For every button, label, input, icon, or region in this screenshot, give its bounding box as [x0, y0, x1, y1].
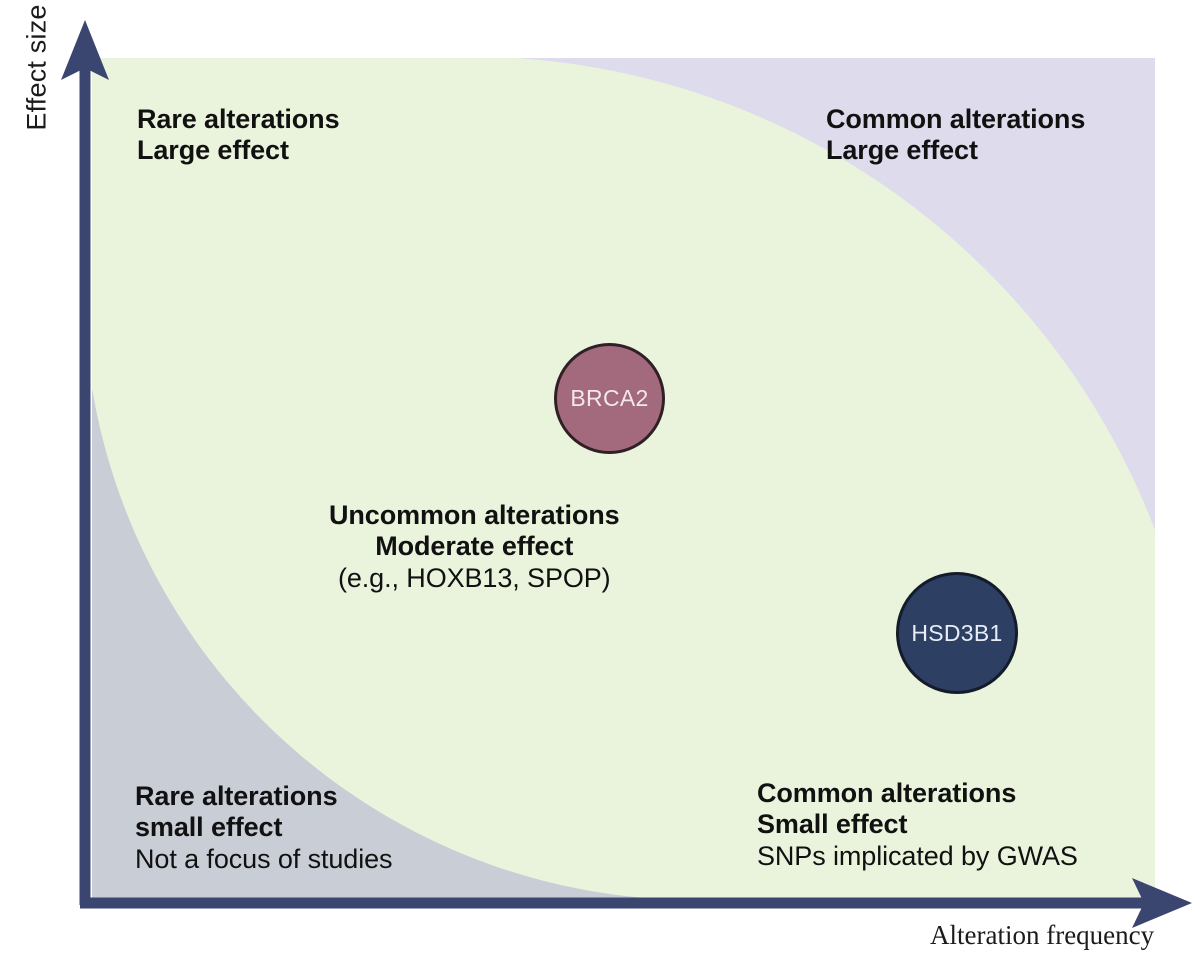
label-line-note: Not a focus of studies — [135, 843, 393, 874]
label-rare-small: Rare alterations small effect Not a focu… — [135, 781, 393, 875]
label-line: Rare alterations — [137, 104, 340, 134]
label-line: Rare alterations — [135, 781, 338, 811]
label-line: Common alterations — [757, 778, 1017, 808]
label-line-examples: (e.g., HOXB13, SPOP) — [337, 562, 611, 593]
label-line: Large effect — [137, 135, 289, 166]
label-uncommon-moderate: Uncommon alterations Moderate effect (e.… — [329, 500, 620, 594]
label-common-small: Common alterations Small effect SNPs imp… — [757, 778, 1078, 872]
label-line: Common alterations — [826, 104, 1086, 134]
x-axis-label: Alteration frequency — [930, 920, 1155, 950]
label-line: Moderate effect — [375, 531, 574, 562]
label-line-note: SNPs implicated by GWAS — [757, 840, 1078, 871]
label-common-large: Common alterations Large effect — [826, 104, 1085, 167]
label-line: small effect — [135, 812, 283, 843]
label-line: Uncommon alterations — [329, 500, 620, 530]
label-rare-large: Rare alterations Large effect — [137, 104, 340, 167]
data-point-hsd3b1[interactable]: HSD3B1 — [896, 572, 1018, 694]
region-gray-rare-small — [92, 388, 704, 900]
region-shapes — [92, 58, 1155, 900]
plot-area — [92, 58, 1155, 900]
y-axis-label: Effect size — [21, 4, 52, 131]
region-purple-fill — [420, 58, 1155, 530]
label-line: Small effect — [757, 809, 908, 840]
data-point-brca2[interactable]: BRCA2 — [554, 343, 665, 454]
label-line: Large effect — [826, 135, 978, 166]
